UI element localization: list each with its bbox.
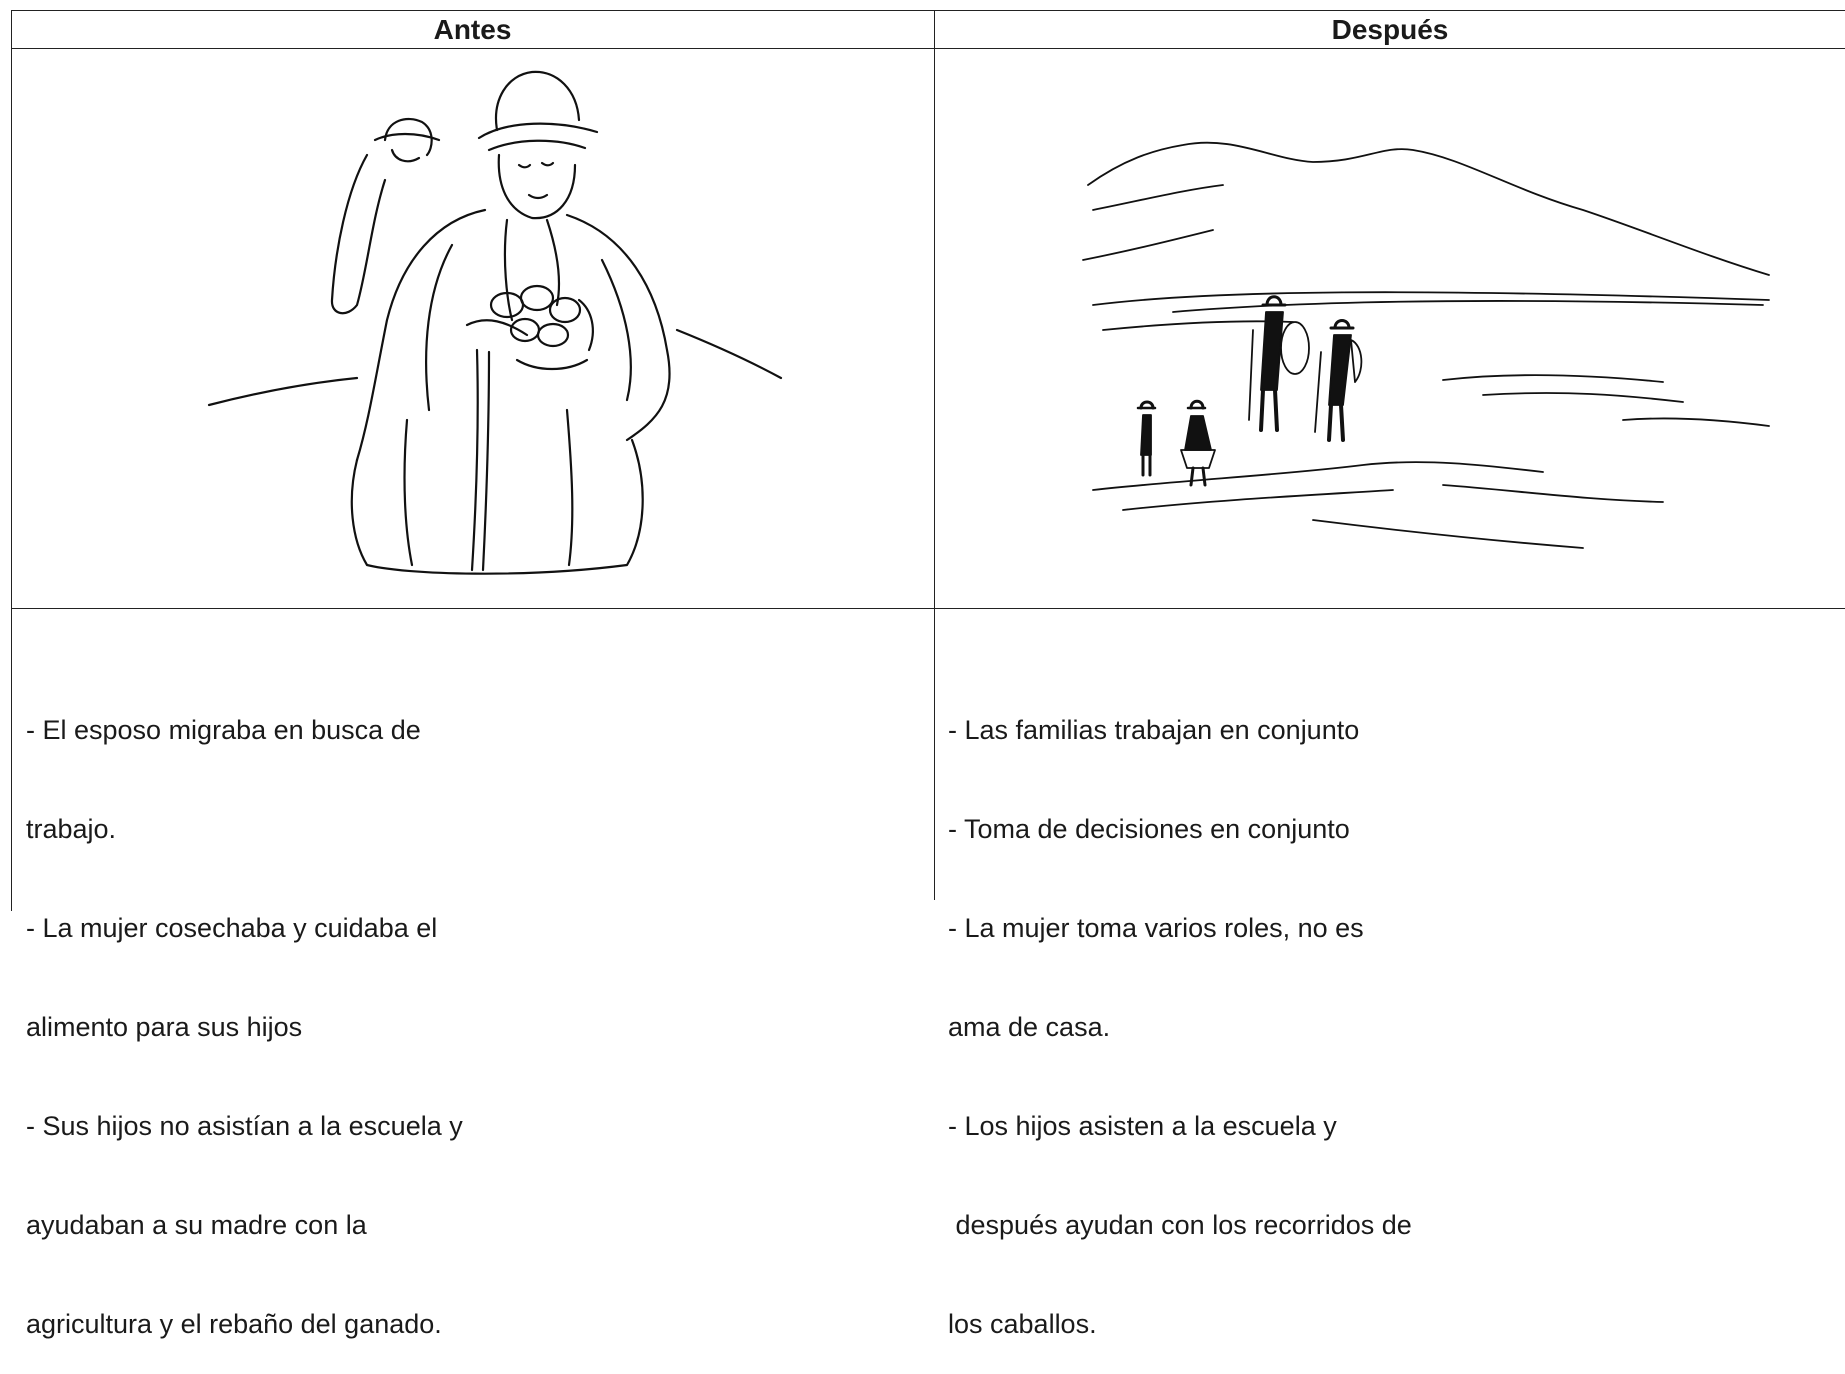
before-line-2: trabajo. bbox=[26, 814, 117, 844]
header-antes: Antes bbox=[433, 14, 512, 45]
woman-with-child-sketch-icon bbox=[207, 60, 783, 580]
after-line-4: ama de casa. bbox=[948, 1012, 1111, 1042]
before-line-5: - Sus hijos no asistían a la escuela y bbox=[26, 1111, 463, 1141]
after-line-7: los caballos. bbox=[948, 1309, 1097, 1339]
header-despues: Después bbox=[1331, 14, 1449, 45]
before-description: - El esposo migraba en busca de trabajo.… bbox=[26, 648, 463, 1374]
before-line-1: - El esposo migraba en busca de bbox=[26, 715, 421, 745]
after-line-2: - Toma de decisiones en conjunto bbox=[948, 814, 1350, 844]
after-description: - Las familias trabajan en conjunto - To… bbox=[948, 648, 1412, 1374]
before-line-3: - La mujer cosechaba y cuidaba el bbox=[26, 913, 438, 943]
before-line-7: agricultura y el rebaño del ganado. bbox=[26, 1309, 442, 1339]
family-landscape-sketch-icon bbox=[1063, 90, 1773, 575]
before-line-4: alimento para sus hijos bbox=[26, 1012, 303, 1042]
header-divider bbox=[11, 48, 1845, 49]
after-line-6: después ayudan con los recorridos de bbox=[948, 1210, 1412, 1240]
column-divider bbox=[934, 10, 935, 900]
after-line-1: - Las familias trabajan en conjunto bbox=[948, 715, 1360, 745]
comparison-table bbox=[11, 10, 1845, 911]
after-line-5: - Los hijos asisten a la escuela y bbox=[948, 1111, 1337, 1141]
after-line-3: - La mujer toma varios roles, no es bbox=[948, 913, 1364, 943]
row-divider bbox=[11, 608, 1845, 609]
before-line-6: ayudaban a su madre con la bbox=[26, 1210, 367, 1240]
